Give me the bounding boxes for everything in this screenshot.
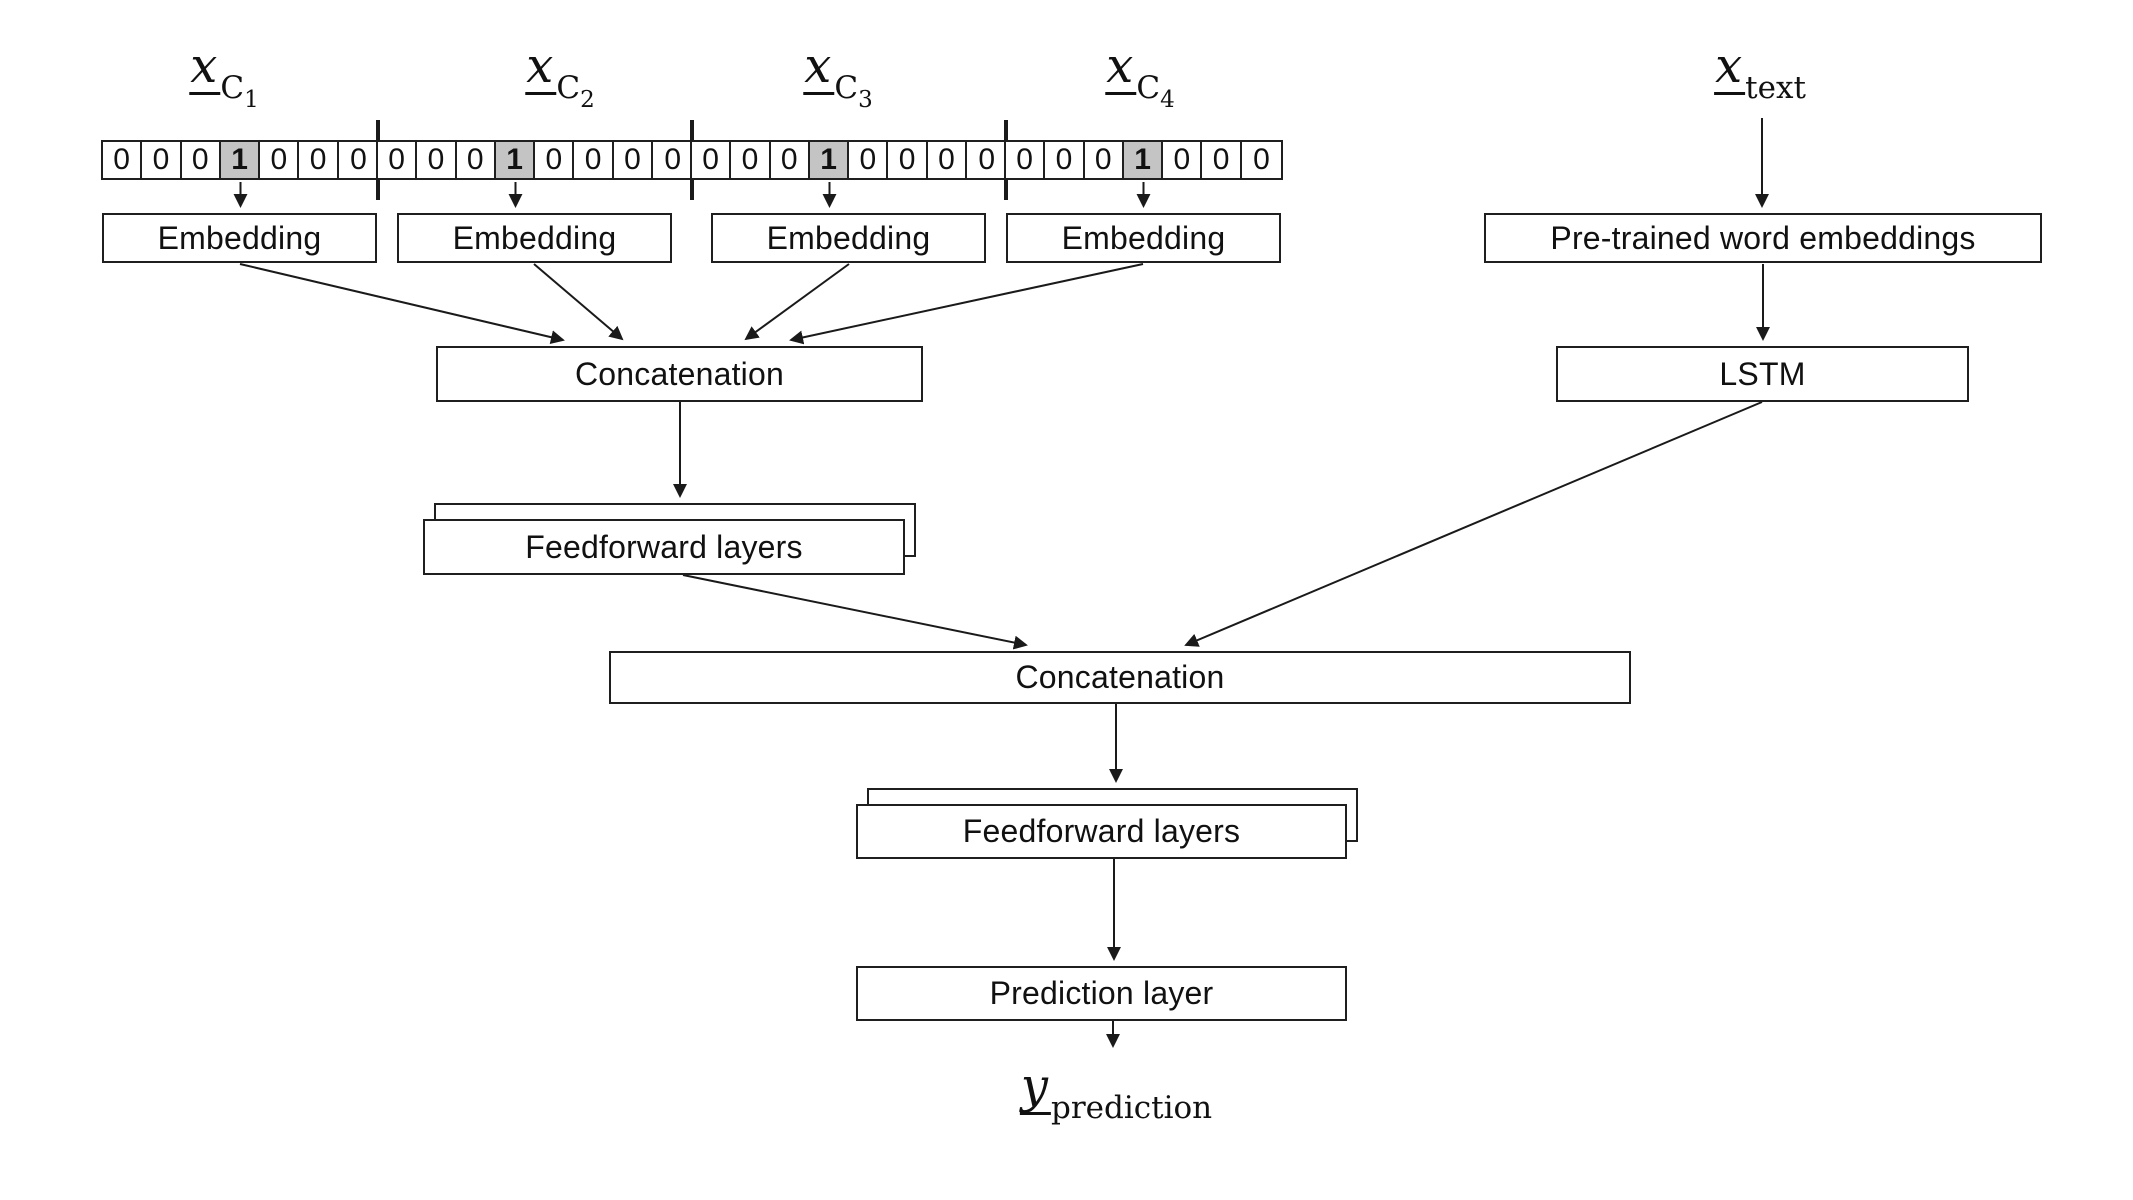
sub-c: C (834, 70, 859, 106)
input-label-c2: xC2 (525, 42, 595, 113)
vector-cell: 0 (1084, 142, 1124, 178)
sub-text: text (1745, 70, 1806, 106)
concatenation-box-label: Concatenation (1015, 659, 1225, 695)
arrow-embedding3-to-concat (744, 263, 850, 341)
feedforward-box-label: Feedforward layers (962, 813, 1241, 849)
vector-cell: 0 (181, 142, 221, 178)
vector-cell: 0 (535, 142, 575, 178)
vector-cell: 0 (378, 142, 418, 178)
arrow-embedding2-to-concat (533, 263, 624, 341)
var-x: x (1714, 42, 1746, 95)
input-label-c3: xC3 (803, 42, 873, 113)
sub-index: 2 (580, 87, 595, 113)
arrow-embedding1-to-concat (239, 263, 565, 345)
var-x: x (803, 42, 835, 95)
vector-cell: 0 (142, 142, 182, 178)
arrow-embedding4-to-concat (789, 263, 1144, 345)
vector-cell: 0 (574, 142, 614, 178)
feedforward-box-bottom: Feedforward layers (856, 804, 1347, 859)
sub-index: 3 (858, 87, 873, 113)
concatenation-box-bottom: Concatenation (609, 651, 1631, 704)
concatenation-box-top: Concatenation (436, 346, 923, 402)
arrow-feedforward-top-to-concat2 (682, 574, 1028, 650)
vector-cell: 0 (731, 142, 771, 178)
arrow-lstm-to-concat2 (1184, 401, 1763, 647)
pretrained-embeddings-label: Pre-trained word embeddings (1550, 219, 1976, 256)
sub-c: C (1136, 70, 1161, 106)
vector-cell-hot: 1 (1123, 142, 1164, 178)
var-y: y (1019, 1062, 1051, 1115)
vector-cell-hot: 1 (495, 142, 536, 178)
sub-prediction: prediction (1050, 1090, 1213, 1126)
vector-cell: 0 (849, 142, 889, 178)
embedding-box-label: Embedding (157, 219, 322, 256)
vector-cell: 0 (1006, 142, 1046, 178)
vector-cell: 0 (770, 142, 810, 178)
vector-cell: 0 (103, 142, 143, 178)
vector-cell: 0 (456, 142, 496, 178)
lstm-box-label: LSTM (1719, 355, 1806, 392)
sub-index: 4 (1160, 87, 1175, 113)
vector-cell: 0 (613, 142, 654, 178)
vector-cell: 0 (1241, 142, 1282, 178)
embedding-box-2: Embedding (397, 213, 672, 263)
vector-cell: 0 (1202, 142, 1242, 178)
embedding-box-4: Embedding (1006, 213, 1281, 263)
input-label-text: xtext (1714, 42, 1806, 106)
vector-cell: 0 (927, 142, 968, 178)
input-label-c4: xC4 (1105, 42, 1175, 113)
vector-cell: 0 (260, 142, 300, 178)
sub-c: C (220, 70, 245, 106)
feedforward-box-top: Feedforward layers (423, 519, 905, 575)
vector-cell: 0 (1045, 142, 1085, 178)
vector-cell: 0 (299, 142, 339, 178)
vector-cell: 0 (888, 142, 928, 178)
vector-cell: 0 (653, 142, 693, 178)
vector-cell: 0 (967, 142, 1007, 178)
sub-index: 1 (244, 87, 259, 113)
vector-cell-hot: 1 (220, 142, 261, 178)
var-x: x (189, 42, 221, 95)
embedding-box-label: Embedding (452, 219, 617, 256)
var-x: x (525, 42, 557, 95)
feedforward-box-label: Feedforward layers (525, 528, 803, 565)
embedding-box-3: Embedding (711, 213, 986, 263)
var-x: x (1105, 42, 1137, 95)
prediction-layer-label: Prediction layer (989, 975, 1214, 1011)
vector-cell: 0 (338, 142, 379, 178)
pretrained-embeddings-box: Pre-trained word embeddings (1484, 213, 2042, 263)
embedding-box-1: Embedding (102, 213, 377, 263)
sub-c: C (556, 70, 581, 106)
concatenation-box-label: Concatenation (575, 355, 784, 392)
embedding-box-label: Embedding (1061, 219, 1226, 256)
embedding-box-label: Embedding (766, 219, 931, 256)
vector-cell: 0 (1163, 142, 1203, 178)
vector-cell-hot: 1 (809, 142, 850, 178)
output-label: yprediction (1019, 1062, 1212, 1126)
lstm-box: LSTM (1556, 346, 1969, 402)
vector-cell: 0 (692, 142, 732, 178)
input-label-c1: xC1 (189, 42, 259, 113)
vector-cell: 0 (417, 142, 457, 178)
prediction-layer-box: Prediction layer (856, 966, 1347, 1021)
